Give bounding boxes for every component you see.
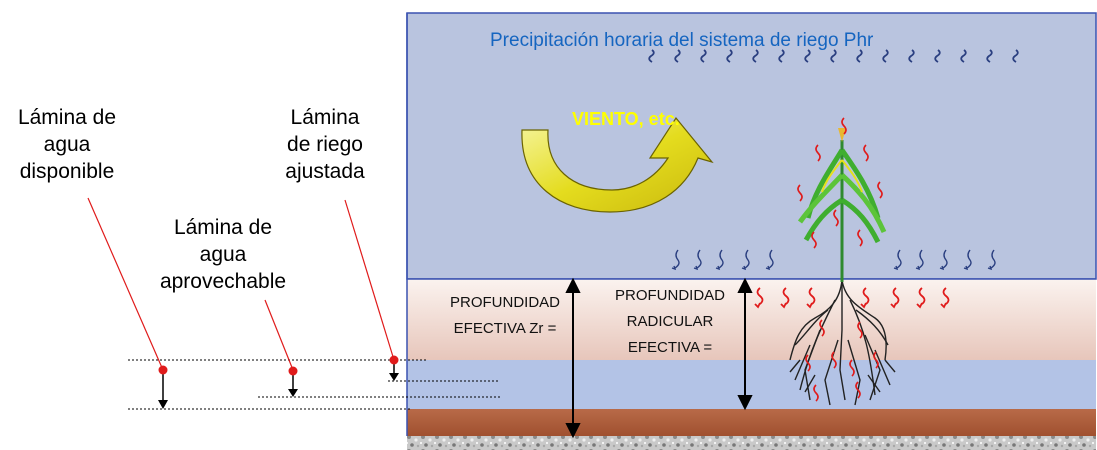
root-water-marks — [805, 319, 879, 402]
gravel-layer — [407, 436, 1096, 450]
depth-arrow-root — [737, 277, 753, 411]
diagram-title: Precipitación horaria del sistema de rie… — [490, 30, 874, 51]
subsoil-layer — [407, 409, 1096, 436]
label-usable-water: Lámina de agua aprovechable — [159, 216, 287, 293]
wind-label: VIENTO, etc. — [572, 109, 680, 129]
measure-available — [158, 365, 168, 409]
label-available-water: Lámina de agua disponible — [17, 106, 117, 183]
label-root-depth: PROFUNDIDAD RADICULAR EFECTIVA = — [614, 287, 725, 356]
wind-arrow — [521, 116, 714, 213]
corn-plant — [797, 128, 887, 282]
measure-adjusted — [389, 355, 399, 381]
leader-lines — [87, 197, 395, 371]
sky-panel — [406, 12, 1097, 280]
measure-usable — [288, 366, 298, 397]
surface-drops — [671, 249, 996, 271]
label-adjusted-irrigation: Lámina de riego ajustada — [285, 106, 365, 183]
label-effective-depth: PROFUNDIDAD EFECTIVA Zr = — [449, 294, 560, 337]
reference-lines — [128, 359, 500, 410]
plant-roots — [789, 279, 896, 406]
rain-drops — [648, 49, 1019, 63]
evaporation-marks — [754, 287, 950, 309]
depth-arrow-zr — [565, 277, 581, 439]
transpiration-marks — [797, 117, 883, 249]
water-layer — [407, 360, 1096, 409]
